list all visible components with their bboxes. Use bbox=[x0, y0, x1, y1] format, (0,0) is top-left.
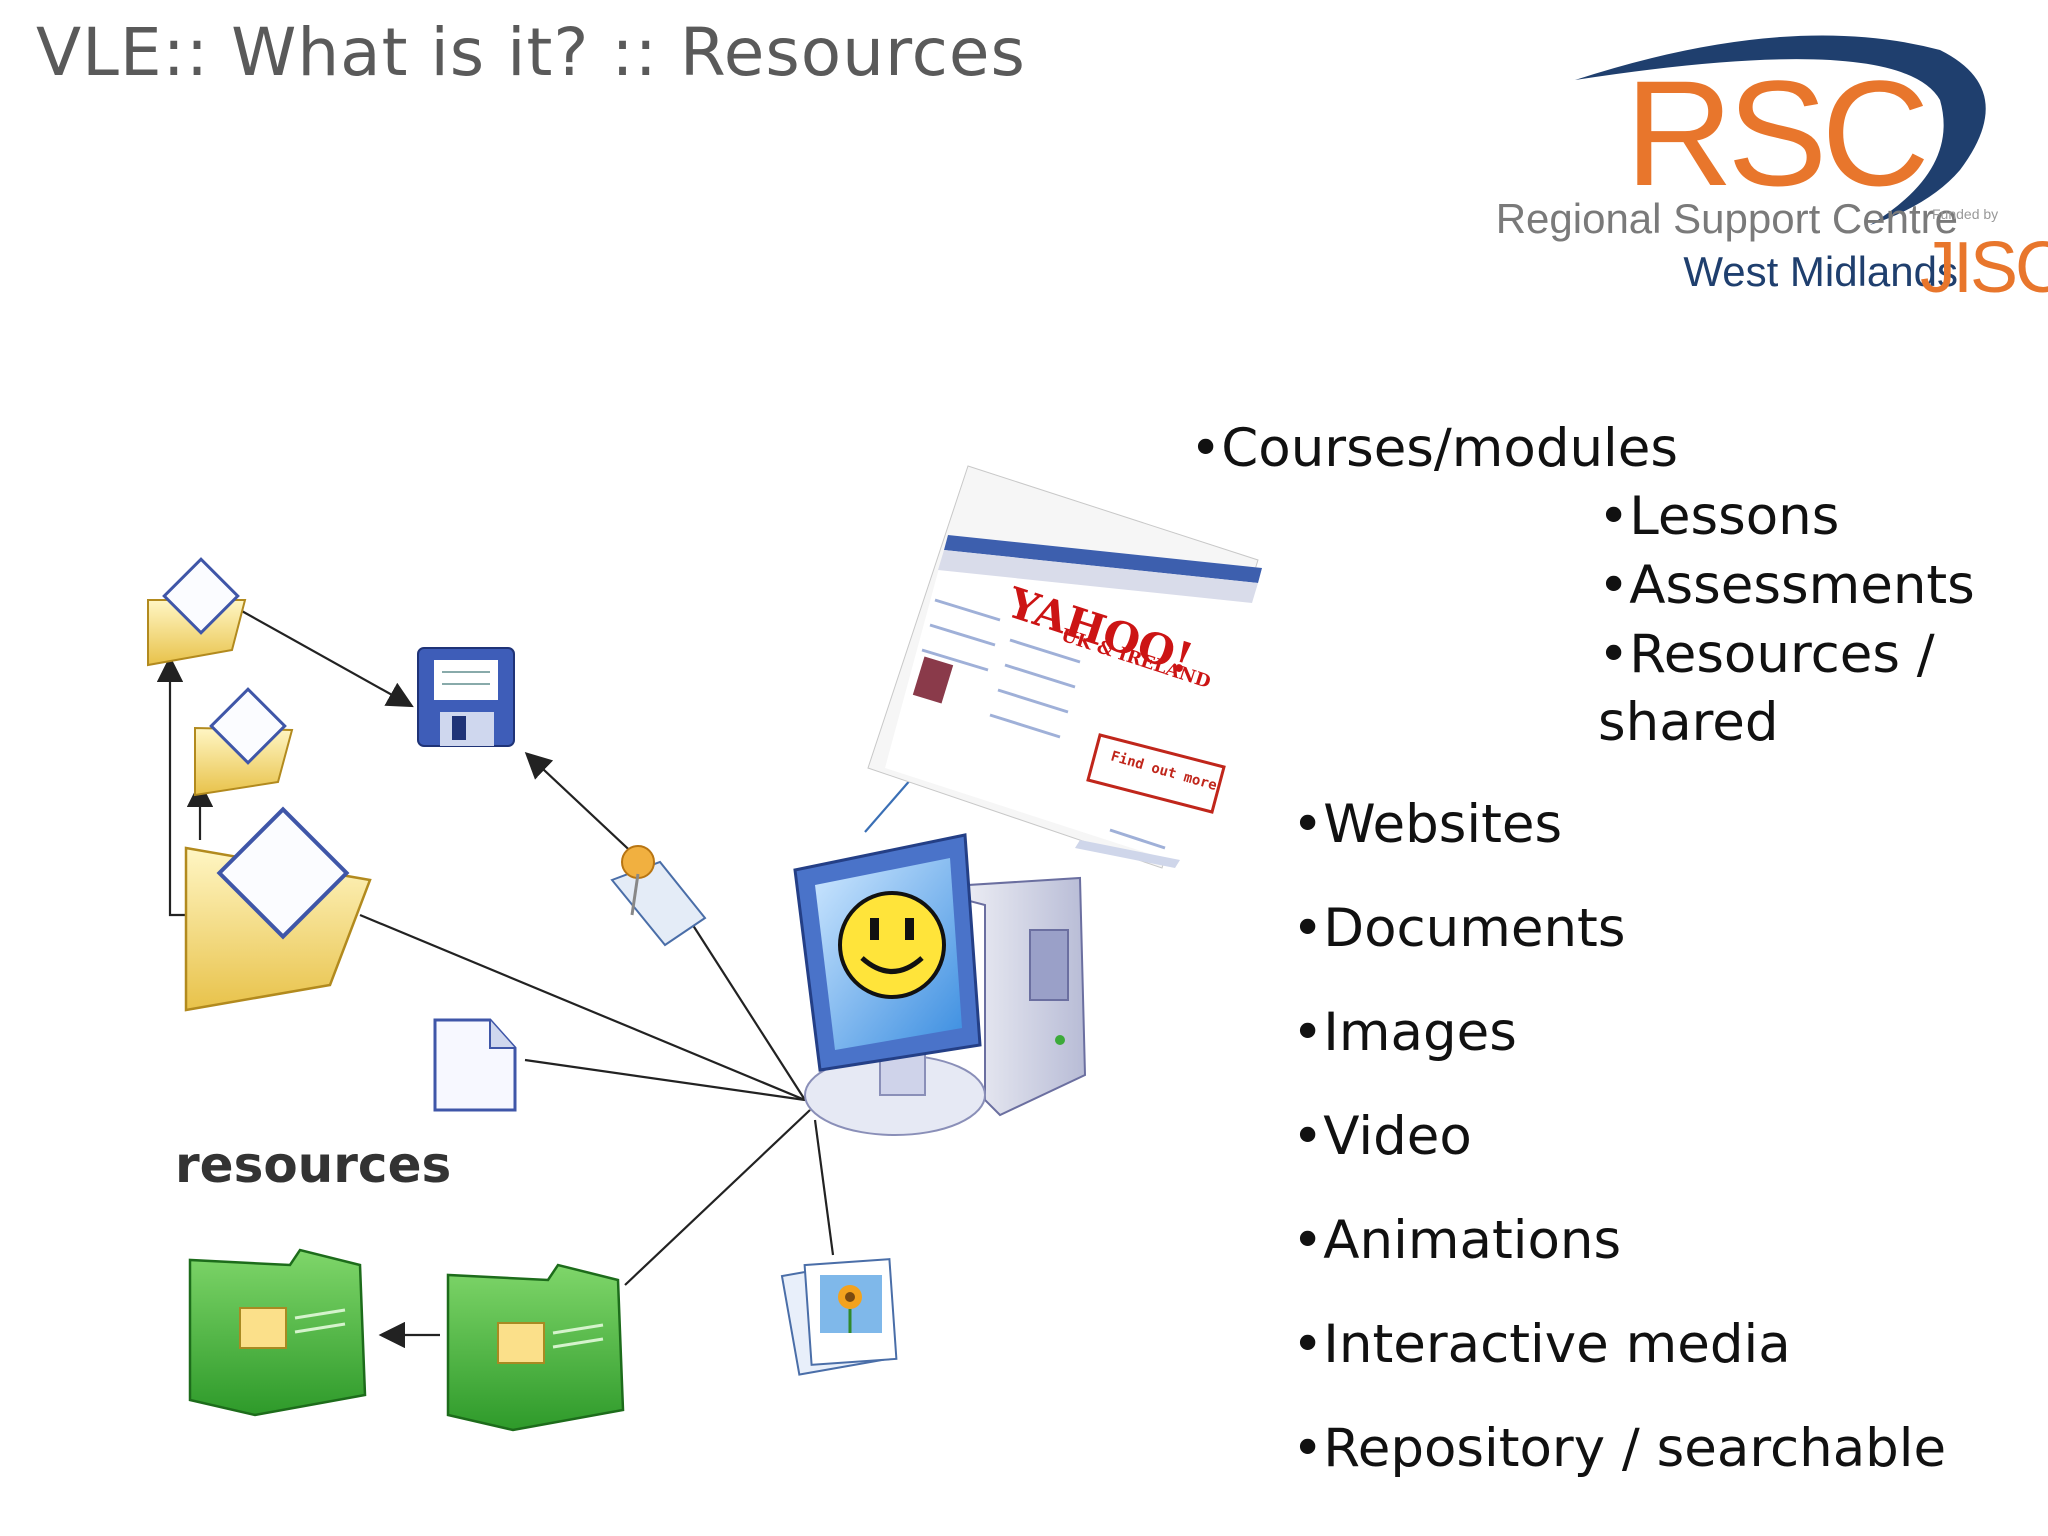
computer-icon bbox=[793, 833, 1087, 1136]
logo-funded-by: Funded by bbox=[1932, 206, 1999, 222]
open-folder-icon bbox=[184, 806, 372, 1012]
logo-swoosh bbox=[1575, 35, 1986, 226]
bullet-images: •Images bbox=[1292, 1002, 1517, 1063]
rsc-logo: RSC Regional Support Centre West Midland… bbox=[1400, 20, 2048, 320]
slide-title: VLE:: What is it? :: Resources bbox=[36, 14, 1026, 91]
floppy-disk-icon bbox=[417, 647, 515, 747]
green-folder-icon bbox=[446, 1263, 625, 1432]
bullet-shared: shared bbox=[1598, 692, 1779, 753]
open-folder-icon bbox=[194, 687, 294, 797]
web-browser-screenshot: YAHOO! UK & IRELAND Find out more bbox=[867, 465, 1262, 869]
bullet-repository: •Repository / searchable bbox=[1292, 1418, 1947, 1479]
logo-rsc-text: RSC bbox=[1625, 49, 1930, 217]
logo-jisc-text: JISC bbox=[1920, 228, 2048, 308]
open-folder-icon bbox=[147, 557, 247, 667]
green-folder-icon bbox=[188, 1248, 367, 1417]
document-icon bbox=[433, 1018, 517, 1112]
resources-caption: resources bbox=[175, 1136, 452, 1194]
logo-area-line: West Midlands bbox=[1683, 248, 1958, 295]
bullet-resources: •Resources / bbox=[1598, 624, 1935, 685]
bullet-websites: •Websites bbox=[1292, 794, 1563, 855]
bullet-interactive-media: •Interactive media bbox=[1292, 1314, 1791, 1375]
photo-icon bbox=[780, 1258, 898, 1376]
bullet-assessments: •Assessments bbox=[1598, 555, 1975, 616]
bullet-video: •Video bbox=[1292, 1106, 1472, 1167]
connector-lines bbox=[156, 609, 835, 1349]
bullet-documents: •Documents bbox=[1292, 898, 1626, 959]
bullet-animations: •Animations bbox=[1292, 1210, 1622, 1271]
bullet-lessons: •Lessons bbox=[1598, 486, 1840, 547]
bullet-courses: •Courses/modules bbox=[1190, 418, 1678, 479]
logo-region-line: Regional Support Centre bbox=[1495, 195, 1958, 242]
pushpin-note-icon bbox=[610, 845, 707, 947]
smiley-icon bbox=[838, 891, 946, 999]
